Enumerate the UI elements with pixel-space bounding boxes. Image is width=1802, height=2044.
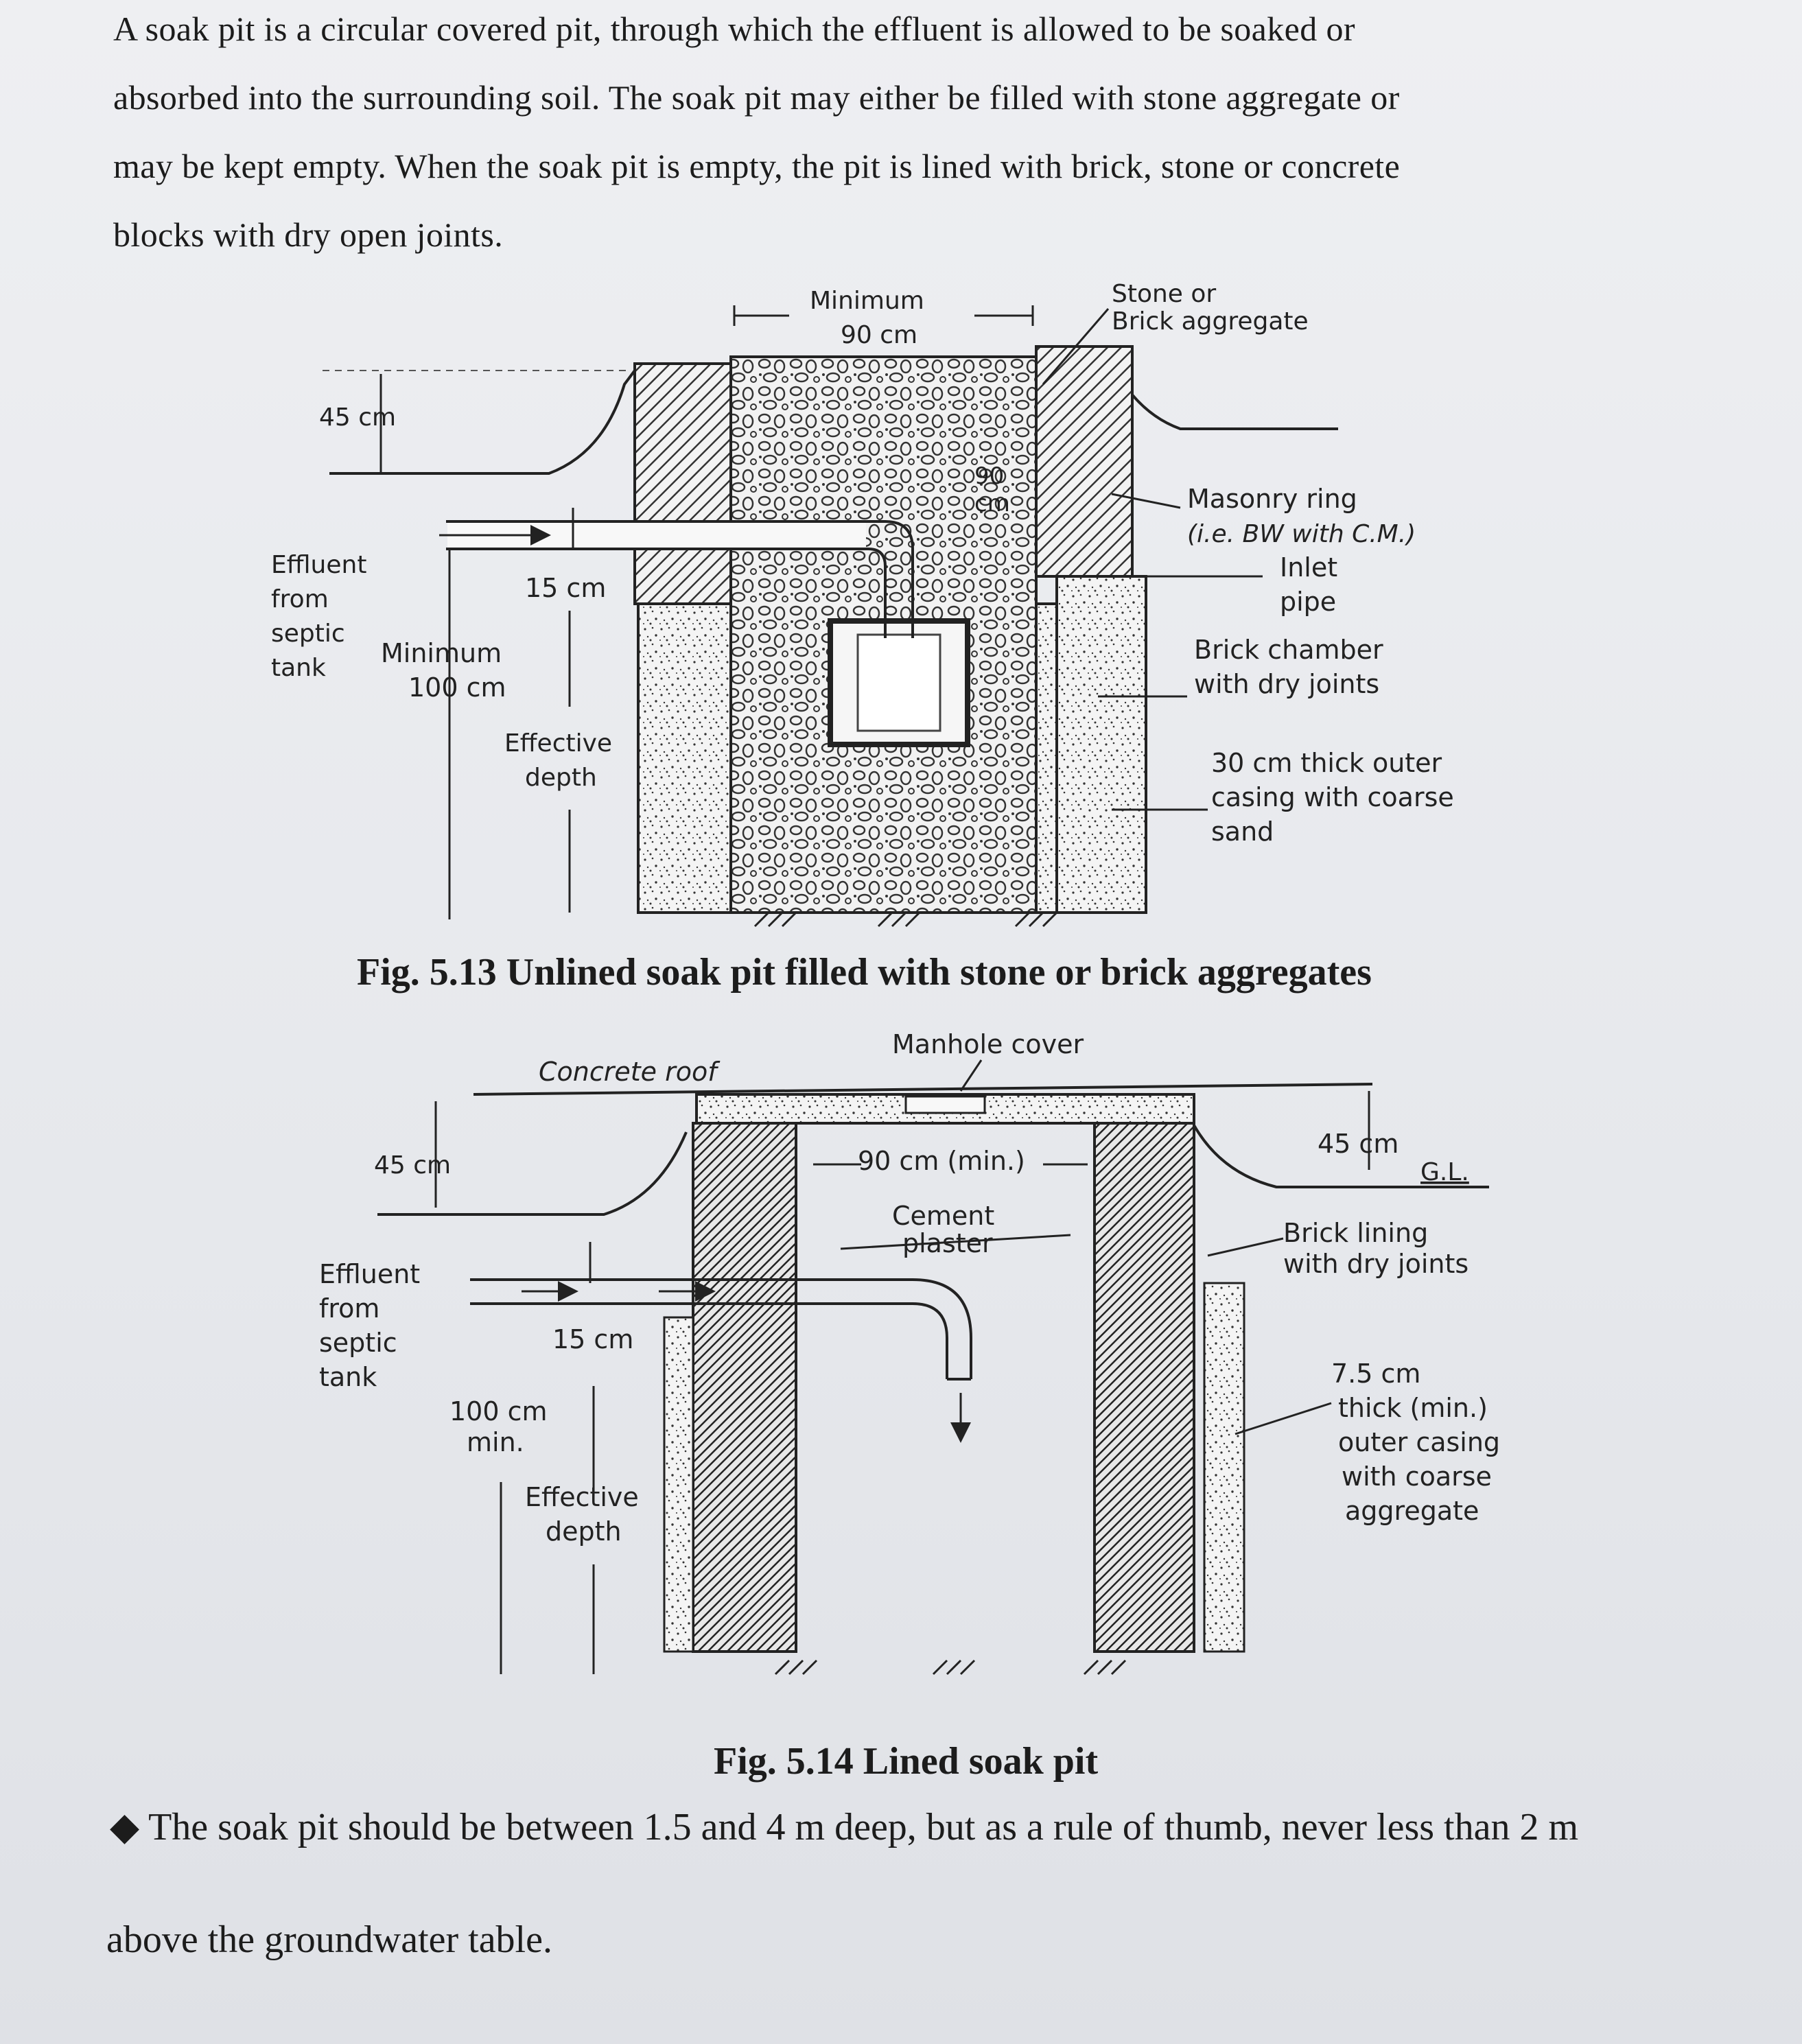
mound-left-label: 45 cm [374,1151,451,1179]
casing-leader [1235,1402,1332,1435]
inlet-pipe-inner [446,548,887,638]
min-depth-label-1: Minimum [381,638,502,668]
brick-chamber-inner [856,633,941,732]
effluent-label-3: septic [271,620,345,648]
drop-label: 15 cm [552,1324,633,1354]
bottom-ground-marks [774,1659,1127,1676]
cement-label-2: plaster [902,1228,993,1258]
cement-leader [840,1234,1071,1250]
effluent-label-4: tank [319,1362,377,1392]
cement-label-1: Cement [892,1201,994,1231]
masonry-ring-left [633,362,732,605]
effluent-label-2: from [271,585,329,613]
right-ground-line [1103,349,1338,430]
top-reference-line [473,1083,1373,1096]
casing-label-2: thick (min.) [1338,1393,1488,1423]
gl-label: G.L. [1420,1158,1469,1186]
inner-dim-1: 90 [974,462,1004,490]
casing-label-1: 7.5 cm [1331,1359,1420,1389]
casing-label-5: aggregate [1345,1496,1479,1526]
lining-leader [1207,1237,1284,1257]
chamber-label-2: with dry joints [1194,669,1379,699]
effluent-label-2: from [319,1293,379,1324]
manhole-leader [959,1059,983,1092]
aggregate-label-1: Stone or [1112,280,1216,308]
casing-label-3: sand [1211,817,1274,847]
outer-casing-left [663,1316,694,1653]
effective-label-1: Effective [504,729,612,757]
casing-label-4: with coarse [1342,1461,1492,1492]
lining-label-2: with dry joints [1283,1249,1468,1279]
effective-label-2: depth [546,1516,622,1547]
casing-label-3: outer casing [1338,1427,1500,1457]
paragraph-line-4: blocks with dry open joints. [113,215,504,254]
masonry-leader [1111,493,1181,509]
inlet-pipe-outer [470,1278,972,1379]
bullet-item: ◆ The soak pit should be between 1.5 and… [110,1805,1578,1849]
mound-label: 45 cm [319,403,396,432]
masonry-ring-right [1035,345,1134,578]
inlet-label-2: pipe [1280,587,1336,617]
bottom-ground-marks [753,911,1058,928]
manhole-label: Manhole cover [892,1029,1084,1059]
aggregate-label-2: Brick aggregate [1112,307,1309,336]
inner-dim-2: cm [974,490,1010,517]
chamber-label-1: Brick chamber [1194,635,1383,665]
brick-lining-left [692,1122,797,1653]
inlet-pipe-outer [446,520,914,638]
fig-5-14-diagram: Manhole cover Concrete roof 45 cm 90 cm … [319,1029,1500,1676]
roof-label: Concrete roof [539,1057,721,1087]
left-ground-line [329,369,636,475]
casing-label-1: 30 cm thick outer [1211,748,1442,778]
bullet-line-1: The soak pit should be between 1.5 and 4… [148,1806,1579,1848]
fig-5-13-caption: Fig. 5.13 Unlined soak pit filled with s… [357,951,1372,994]
aggregate-leader [1042,308,1110,385]
bullet-diamond-icon: ◆ [110,1806,140,1848]
minimum-label: Minimum [810,287,924,315]
outer-sand-casing-right [1055,575,1147,914]
effluent-label-3: septic [319,1328,397,1358]
left-ground-line [377,1131,688,1216]
masonry-label-1: Masonry ring [1187,484,1357,514]
brick-lining-right [1093,1122,1195,1653]
paragraph-line-3: may be kept empty. When the soak pit is … [113,147,1401,185]
depth-label-2: min. [467,1427,524,1457]
min-depth-label-2: 100 cm [408,672,506,703]
intro-paragraph: A soak pit is a circular covered pit, th… [113,0,1692,269]
effective-label-1: Effective [525,1482,639,1512]
depth-label-1: 100 cm [449,1396,548,1426]
width-label: 90 cm (min.) [858,1146,1025,1176]
fig-5-13-diagram: Minimum 90 cm Stone or Brick aggregate 4… [271,280,1454,928]
casing-label-2: casing with coarse [1211,782,1454,812]
mound-right-label: 45 cm [1318,1129,1399,1159]
fig-5-14-caption: Fig. 5.14 Lined soak pit [714,1740,1099,1783]
inlet-label-1: Inlet [1280,552,1337,583]
masonry-label-2: (i.e. BW with C.M.) [1187,520,1416,548]
right-ground-line [1193,1125,1489,1188]
paragraph-line-1: A soak pit is a circular covered pit, th… [113,10,1355,48]
effluent-label-4: tank [271,654,326,682]
effluent-label-1: Effluent [271,551,366,579]
bullet-line-2: above the groundwater table. [106,1918,552,1961]
paragraph-line-2: absorbed into the surrounding soil. The … [113,78,1400,117]
effective-label-2: depth [525,764,597,792]
manhole-cover [904,1095,986,1114]
lining-label-1: Brick lining [1283,1218,1428,1248]
effluent-label-1: Effluent [319,1259,420,1289]
drop-label: 15 cm [525,573,606,603]
width-label: 90 cm [841,321,917,349]
outer-casing-right [1203,1282,1245,1653]
inlet-pipe-inner [470,1302,948,1379]
